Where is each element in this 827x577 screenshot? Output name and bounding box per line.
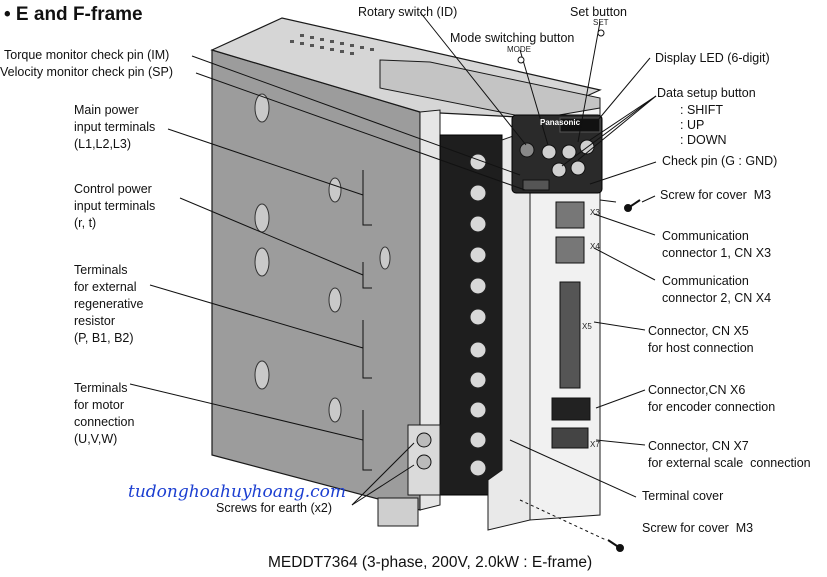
label-screw-cover-bottom: Screw for cover M3 [642, 521, 754, 535]
label-control-power: Control power input terminals (r, t) [74, 182, 156, 230]
watermark: tudonghoahuyhoang.com [128, 482, 346, 502]
label-cn-x6: Connector,CN X6 for encoder connection [648, 383, 776, 414]
earth-screw-2 [416, 454, 432, 470]
page-title: • E and F-frame [4, 4, 143, 25]
label-cn-x5: Connector, CN X5 for host connection [648, 324, 754, 355]
check-pins [522, 179, 550, 191]
cn-x6 [551, 397, 591, 421]
top-vents [290, 34, 374, 55]
label-up: : UP [680, 118, 705, 132]
label-rotary-switch: Rotary switch (ID) [358, 5, 458, 19]
cn-x5 [559, 281, 581, 389]
brand-logo: Panasonic [540, 118, 581, 127]
label-screws-earth: Screws for earth (x2) [216, 501, 333, 515]
label-terminal-cover: Terminal cover [642, 489, 724, 503]
cn-x3 [555, 201, 585, 229]
terminal-screws [469, 153, 487, 477]
label-mode-small: MODE [507, 45, 531, 54]
label-check-pin: Check pin (G : GND) [662, 154, 778, 168]
leader-lines [129, 11, 657, 541]
cover-screw-top [624, 199, 641, 212]
label-motor: Terminals for motor connection (U,V,W) [74, 381, 135, 446]
set-pointer-dot [597, 29, 605, 37]
label-velocity-monitor: Velocity monitor check pin (SP) [0, 65, 173, 79]
label-data-setup: Data setup button [657, 86, 756, 100]
front-frame-left [419, 109, 441, 511]
bottom-bracket [377, 497, 419, 527]
cn-x4 [555, 236, 585, 264]
label-x3: X3 [590, 208, 600, 217]
label-display-led: Display LED (6-digit) [655, 51, 770, 65]
label-x4: X4 [590, 242, 600, 251]
rotary-switch [519, 142, 535, 158]
label-comm2: Communication connector 2, CN X4 [662, 274, 772, 305]
label-comm1: Communication connector 1, CN X3 [662, 229, 772, 260]
label-shift: : SHIFT [680, 103, 724, 117]
label-set-button: Set button [570, 5, 627, 19]
earth-screw-1 [416, 432, 432, 448]
cover-screw-bottom [607, 539, 624, 552]
label-regen: Terminals for external regenerative resi… [74, 263, 144, 345]
label-mode-switching: Mode switching button [450, 31, 575, 45]
label-main-power: Main power input terminals (L1,L2,L3) [74, 103, 156, 151]
label-x7: X7 [590, 440, 600, 449]
label-torque-monitor: Torque monitor check pin (IM) [4, 48, 170, 62]
label-set-small: SET [593, 18, 609, 27]
caption: MEDDT7364 (3-phase, 200V, 2.0kW : E-fram… [268, 554, 593, 571]
label-cn-x7: Connector, CN X7 for external scale conn… [648, 439, 811, 470]
heatsink-side [211, 49, 421, 511]
label-x5: X5 [582, 322, 592, 331]
cn-x7 [551, 427, 589, 449]
side-oval-holes [254, 93, 391, 423]
mode-pointer-dot [517, 56, 525, 64]
label-screw-cover-top: Screw for cover M3 [660, 188, 772, 202]
label-down: : DOWN [680, 133, 727, 147]
